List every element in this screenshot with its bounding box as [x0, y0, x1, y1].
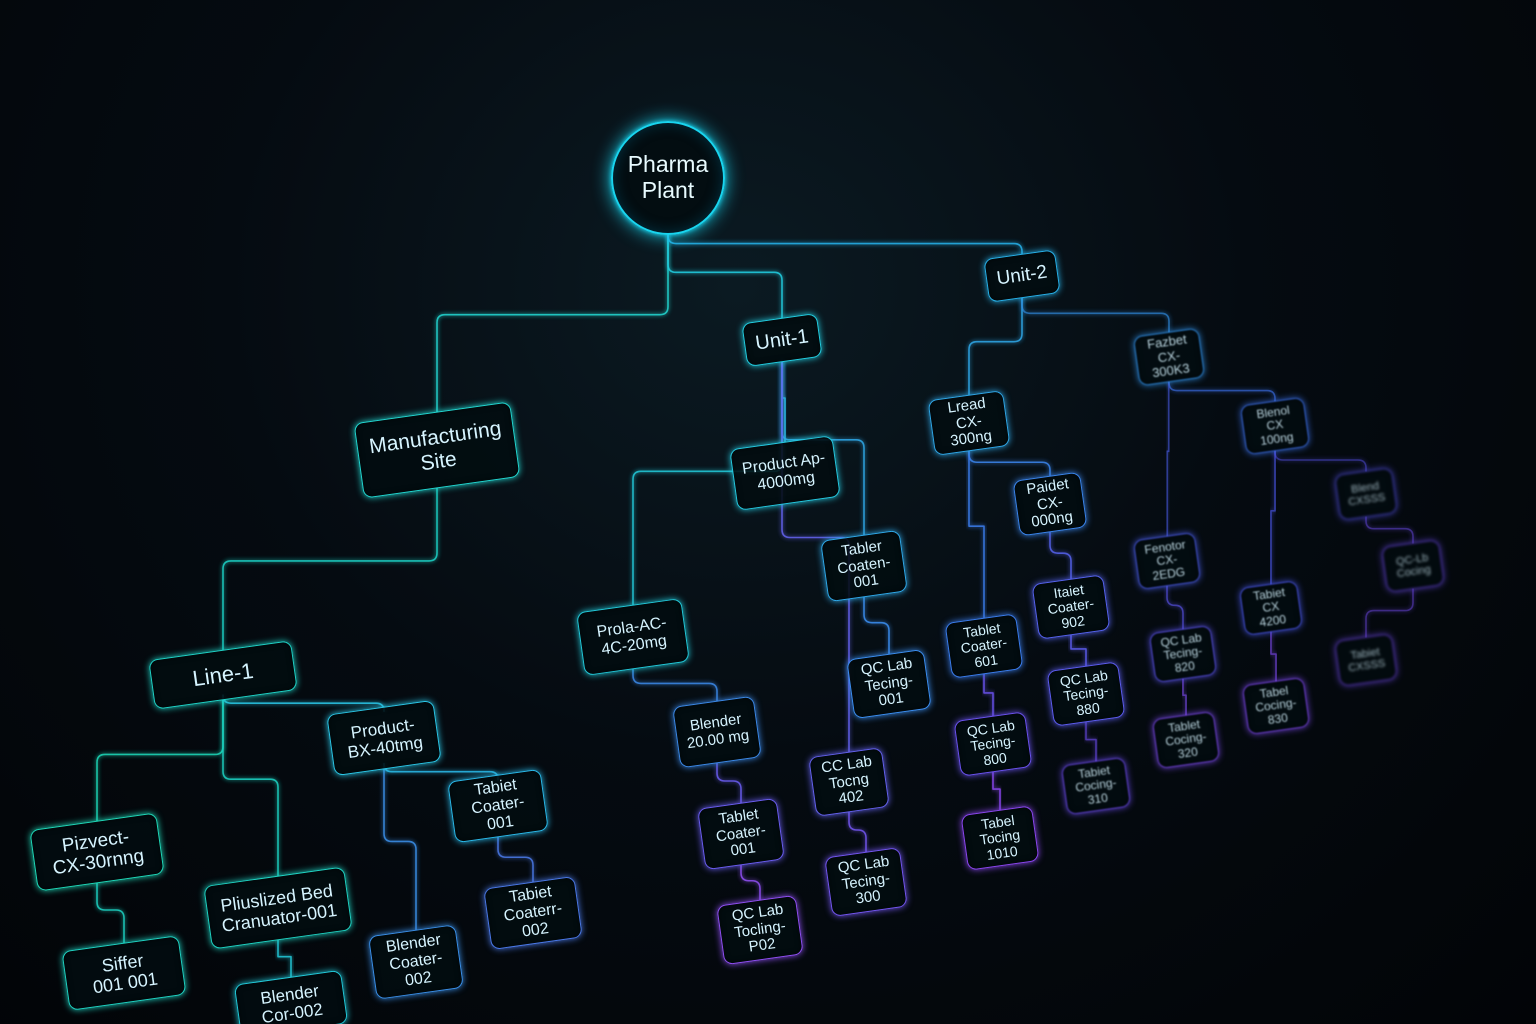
connector-unit-2-to-fazbet: [1021, 297, 1170, 333]
node-tablet-coater-902[interactable]: Itaiet Coater-902: [1031, 574, 1111, 640]
node-tabel-1010[interactable]: Tabel Tocing 1010: [960, 805, 1040, 871]
connector-root-to-unit-2: [667, 234, 1023, 255]
connector-fazbet-to-ex-node-far-1: [1168, 381, 1276, 402]
connector-blender-20-to-tablet-coater-unit1: [716, 762, 742, 804]
node-ex-node-far-1[interactable]: Blenol CX 100ng: [1239, 396, 1311, 456]
node-tablet-coater-601[interactable]: Tablet Coater-601: [944, 613, 1024, 679]
node-ex-node-far-4[interactable]: Tabiet CX 4200: [1238, 580, 1304, 636]
node-ex-node-far-7[interactable]: Tabel Cocing-830: [1241, 676, 1311, 736]
connector-tablet-coater-bx-to-tablet-coaterr-002: [497, 836, 534, 883]
connector-manufacturing-site-to-line-1: [222, 487, 438, 651]
node-ex-node-far-3[interactable]: QC Lab Tecing-820: [1148, 624, 1218, 684]
connector-product-bx-to-blender-coater-002: [383, 768, 417, 931]
connector-root-to-unit-1: [667, 234, 783, 319]
node-blender-20[interactable]: Blender 20.00 mg: [672, 695, 762, 769]
connector-line-1-to-pizvect: [96, 699, 224, 822]
connector-fazbet-to-ex-node-far-2: [1166, 381, 1170, 537]
connector-line-1-to-fluid-bed: [222, 699, 279, 877]
connector-ex-node-far-9-to-ex-node-far-10: [1365, 588, 1414, 638]
node-tablet-coaterr-002[interactable]: Tabiet Coaterr-002: [483, 875, 583, 951]
node-qc-lab-p02[interactable]: QC Lab Tocling-P02: [716, 894, 804, 966]
connector-ex-node-far-4-to-ex-node-far-7: [1270, 631, 1277, 682]
connector-tabler-coaten-to-qc-lab-001: [863, 596, 890, 655]
node-qc-lab-880[interactable]: QC Lab Tecing-880: [1046, 661, 1126, 727]
connector-qc-lab-880-to-ex-node-far-5: [1085, 721, 1097, 762]
connector-paidet-to-tablet-coater-902: [1049, 531, 1072, 580]
node-tablet-coater-unit1[interactable]: Tablet Coater-001: [697, 797, 785, 871]
connector-line-1-to-product-bx: [222, 694, 385, 712]
connector-fluid-bed-to-blender-line1: [277, 939, 292, 978]
connector-root-to-manufacturing-site: [436, 234, 669, 413]
connector-cc-lab-402-to-qc-lab-300: [848, 811, 867, 853]
connector-qc-lab-800-to-tabel-1010: [992, 771, 1001, 811]
node-ex-node-far-8[interactable]: Blend CXSSS: [1334, 467, 1398, 521]
node-lread[interactable]: Lread CX-300ng: [927, 389, 1011, 457]
node-ex-node-far-6[interactable]: Tablet Cocing-320: [1151, 710, 1221, 770]
connector-ex-node-far-8-to-ex-node-far-9: [1365, 516, 1414, 544]
node-ex-node-far-5[interactable]: Tabiet Cocing-310: [1060, 756, 1132, 816]
connector-prola-to-blender-20: [632, 668, 718, 702]
node-cc-lab-402[interactable]: CC Lab Tocng 402: [808, 747, 890, 817]
connector-tablet-coater-unit1-to-qc-lab-p02: [740, 864, 761, 901]
connector-pizvect-to-sifter: [96, 882, 125, 944]
connector-ex-node-far-1-to-ex-node-far-8: [1274, 450, 1367, 472]
connector-tablet-coater-601-to-qc-lab-800: [983, 673, 994, 717]
node-tabler-coaten[interactable]: Tabler Coaten-001: [820, 529, 908, 603]
node-root[interactable]: Pharma Plant: [611, 121, 725, 235]
node-qc-lab-800[interactable]: QC Lab Tecing-800: [953, 711, 1033, 777]
node-fazbet[interactable]: Fazbet CX-300K3: [1132, 327, 1206, 387]
connector-unit-2-to-lread: [968, 297, 1023, 396]
node-ex-node-far-10[interactable]: Tabiet CXSSS: [1334, 633, 1398, 687]
node-ex-node-far-9[interactable]: QC-Lb Cocing: [1381, 539, 1445, 593]
connector-ex-node-far-1-to-ex-node-far-4: [1270, 450, 1276, 585]
node-blender-coater-002[interactable]: Blender Coater-002: [367, 924, 465, 1000]
node-ex-node-far-2[interactable]: Fenotor CX-2EDG: [1132, 531, 1202, 591]
node-qc-lab-300[interactable]: QC Lab Tecing-300: [824, 847, 908, 917]
node-tablet-coater-bx[interactable]: Tabiet Coater-001: [447, 768, 549, 844]
connector-tablet-coater-902-to-qc-lab-880: [1070, 634, 1087, 667]
connector-ex-node-far-2-to-ex-node-far-3: [1166, 585, 1184, 630]
connector-ex-node-far-3-to-ex-node-far-6: [1182, 678, 1187, 716]
node-qc-lab-001[interactable]: QC Lab Tecing-001: [846, 648, 932, 720]
node-paidet[interactable]: Paidet CX-000ng: [1012, 471, 1088, 537]
connector-lread-to-paidet: [968, 450, 1051, 477]
connector-lread-to-tablet-coater-601: [968, 450, 985, 619]
